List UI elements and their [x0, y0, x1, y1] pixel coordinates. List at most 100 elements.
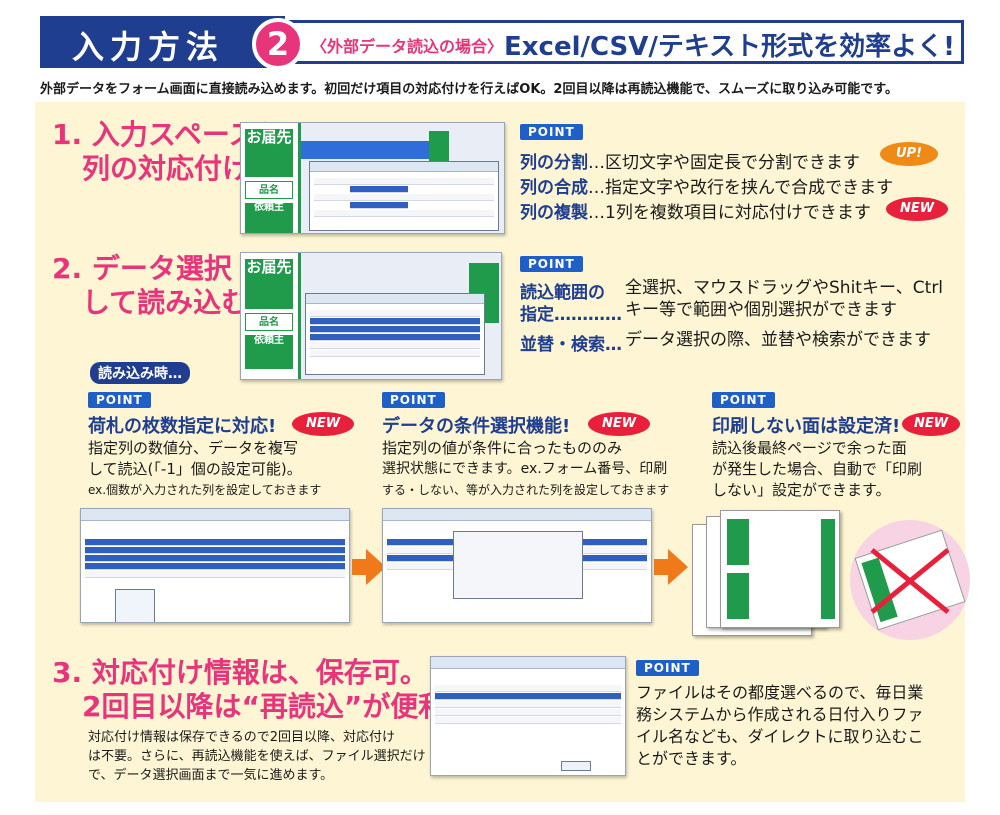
step1-point-tag: POINT	[520, 124, 583, 140]
step3-body-line2: は不要。さらに、再読込機能を使えば、ファイル選択だけ	[88, 749, 426, 764]
arrow-right-icon	[366, 549, 386, 585]
page-header: 入力方法 〈外部データ読込の場合〉 Excel/CSV/テキスト形式を効率よく!…	[40, 8, 965, 70]
intro-text: 外部データをフォーム画面に直接読み込めます。初回だけ項目の対応付けを行えばOK。…	[40, 82, 899, 97]
new-badge: NEW	[886, 197, 948, 221]
step3-title-line1: 3. 対応付け情報は、保存可。	[52, 656, 428, 689]
step1-line-2: 列の合成…指定文字や改行を挟んで合成できます	[520, 173, 893, 198]
slip-recipient-label: お届先	[245, 259, 293, 309]
table-row	[85, 555, 345, 562]
step3-point-line3: イル名なども、ダイレクトに取り込むこ	[636, 727, 924, 746]
col3-line2: が発生した場合、自動で「印刷	[712, 460, 923, 478]
step1-title-line2: 列の対応付け	[82, 152, 251, 185]
dialog-titlebar	[81, 509, 349, 521]
col1-point-tag: POINT	[88, 392, 151, 408]
read-time-tag: 読み込み時…	[90, 362, 190, 384]
col2-new-badge: NEW	[588, 412, 650, 436]
step2-text-range-1: 全選択、マウスドラッグやShitキー、Ctrl	[625, 278, 944, 298]
header-main-text: Excel/CSV/テキスト形式を効率よく!	[504, 32, 955, 62]
step3-body-line1: 対応付け情報は保存できるので2回目以降、対応付け	[88, 730, 396, 745]
step2-label-sort: 並替・検索…	[520, 335, 622, 355]
table-row	[310, 318, 480, 325]
step1-line3-bold: 列の複製	[520, 203, 588, 223]
header-number-badge: 2	[252, 18, 304, 70]
col1-line1: 指定列の数値分、データを複写	[88, 439, 299, 457]
step1-line2-bold: 列の合成	[520, 178, 588, 198]
step3-body: 対応付け情報は保存できるので2回目以降、対応付け は不要。さらに、再読込機能を使…	[88, 728, 426, 785]
col2-text: 指定列の値が条件に合ったもののみ 選択状態にできます。ex.フォーム番号、印刷 …	[382, 438, 669, 501]
slip-green-block	[727, 519, 749, 565]
dialog-titlebar	[310, 162, 498, 172]
slip-item-label: 品名	[245, 313, 293, 331]
table-row	[314, 178, 494, 185]
table-row	[85, 539, 345, 546]
step2-screenshot: お届先 品名 依頼主	[240, 252, 502, 380]
col1-heading: 荷札の枚数指定に対応!	[88, 416, 277, 437]
table-row	[310, 334, 480, 341]
slip-stack-image	[692, 510, 842, 640]
table-row	[350, 186, 408, 193]
table-row	[435, 685, 621, 692]
step2-title: 2. データ選択 して読み込む	[52, 252, 249, 320]
table-row	[85, 547, 345, 554]
copy-count-screenshot	[80, 508, 350, 623]
header-title-box: 入力方法	[40, 16, 285, 68]
table-row	[435, 693, 621, 700]
col2-line2: 選択状態にできます。ex.フォーム番号、印刷	[382, 461, 668, 477]
condition-dialog	[453, 531, 583, 599]
col2-point-tag: POINT	[382, 392, 445, 408]
step1-line3-rest: …1列を複数項目に対応付けできます	[588, 203, 871, 223]
step3-title: 3. 対応付け情報は、保存可。 2回目以降は“再読込”が便利!	[52, 656, 459, 724]
up-badge: UP!	[880, 142, 938, 166]
step2-label-range-1: 読込範囲の	[520, 283, 605, 303]
step2-label-range-2: 指定…………	[520, 305, 622, 325]
step3-point-line2: 務システムから作成される日付入りファ	[636, 705, 924, 724]
reload-file-dialog-screenshot	[430, 656, 626, 776]
col3-new-badge: NEW	[902, 412, 960, 436]
data-select-dialog	[305, 293, 485, 375]
ok-button	[561, 761, 591, 771]
step1-screenshot: お届先 品名 依頼主	[240, 122, 505, 234]
step2-title-line1: 2. データ選択	[52, 252, 232, 285]
cross-icon	[870, 548, 950, 614]
col3-heading: 印刷しない面は設定済!	[712, 416, 901, 437]
header-subtitle: 〈外部データ読込の場合〉	[311, 37, 504, 56]
step3-point-tag: POINT	[636, 660, 699, 676]
table-row	[435, 709, 621, 716]
table-row	[310, 342, 480, 349]
col1-line2: して読込(「-1」個の設定可能)。	[88, 460, 302, 478]
arrow-tail	[654, 559, 670, 575]
step1-line1-rest: …区切文字や固定長で分割できます	[588, 153, 860, 173]
col3-line1: 読込後最終ページで余った面	[712, 439, 907, 457]
header-banner: 〈外部データ読込の場合〉 Excel/CSV/テキスト形式を効率よく!	[286, 20, 964, 64]
arrow-right-icon	[668, 549, 688, 585]
step1-line1-bold: 列の分割	[520, 153, 588, 173]
table-row	[310, 310, 480, 317]
step3-point-line4: とができます。	[636, 749, 747, 768]
condition-select-screenshot	[382, 508, 652, 623]
step3-point-line1: ファイルはその都度選べるので、毎日業	[636, 683, 924, 702]
col2-heading: データの条件選択機能!	[382, 416, 571, 437]
table-row	[314, 210, 494, 217]
step3-title-line2: 2回目以降は“再読込”が便利!	[82, 690, 460, 723]
col1-text: 指定列の数値分、データを複写 して読込(「-1」個の設定可能)。 ex.個数が入…	[88, 438, 321, 501]
mapping-dialog	[309, 161, 499, 231]
slip-sender-label: 依頼主	[245, 335, 293, 369]
col3-text: 読込後最終ページで余った面 が発生した場合、自動で「印刷 しない」設定ができます…	[712, 438, 922, 501]
table-row	[85, 563, 345, 570]
dropdown-list	[115, 589, 155, 622]
slip-sheet	[720, 510, 840, 628]
col1-line3: ex.個数が入力された列を設定しておきます	[88, 483, 322, 497]
table-row	[310, 326, 480, 333]
col3-line3: しない」設定ができます。	[712, 481, 891, 499]
table-row	[310, 350, 480, 357]
step2-point-tag: POINT	[520, 256, 583, 272]
dialog-titlebar	[383, 509, 651, 521]
table-row	[85, 571, 345, 578]
col1-new-badge: NEW	[292, 412, 354, 436]
shipping-slip: お届先 品名 依頼主	[241, 123, 301, 233]
step2-text-sort: データ選択の際、並替や検索ができます	[625, 330, 931, 350]
blank-page-circle	[850, 520, 970, 640]
step2-title-line2: して読み込む	[82, 286, 250, 319]
table-row	[435, 701, 621, 708]
table-row	[314, 194, 494, 201]
